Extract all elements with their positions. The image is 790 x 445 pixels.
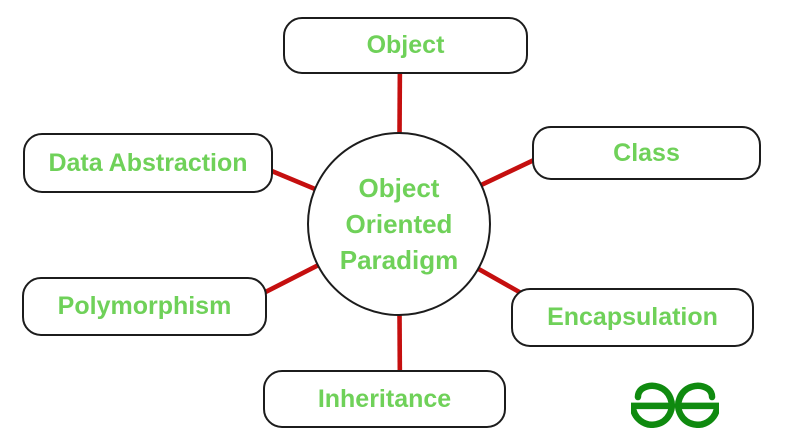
node-data-abstraction-label: Data Abstraction [48,148,248,177]
center-node-object-oriented-paradigm: Object Oriented Paradigm [307,132,491,316]
center-node-label-line3: Paradigm [339,245,459,275]
node-data-abstraction: Data Abstraction [23,133,273,193]
node-polymorphism-label: Polymorphism [57,292,232,320]
node-encapsulation-label: Encapsulation [547,303,718,331]
geeksforgeeks-logo [631,382,719,428]
logo-right-g-icon [675,382,719,428]
node-class: Class [532,126,761,180]
center-node-label-line1: Object [358,173,440,203]
node-object-label: Object [366,31,445,59]
node-encapsulation: Encapsulation [511,288,754,347]
logo-left-g-icon [631,382,675,428]
node-class-label: Class [613,138,680,167]
node-inheritance-label: Inheritance [317,384,452,413]
node-object: Object [283,17,528,74]
center-node-label-line2: Oriented [345,209,453,239]
node-inheritance: Inheritance [263,370,506,428]
node-polymorphism: Polymorphism [22,277,267,336]
